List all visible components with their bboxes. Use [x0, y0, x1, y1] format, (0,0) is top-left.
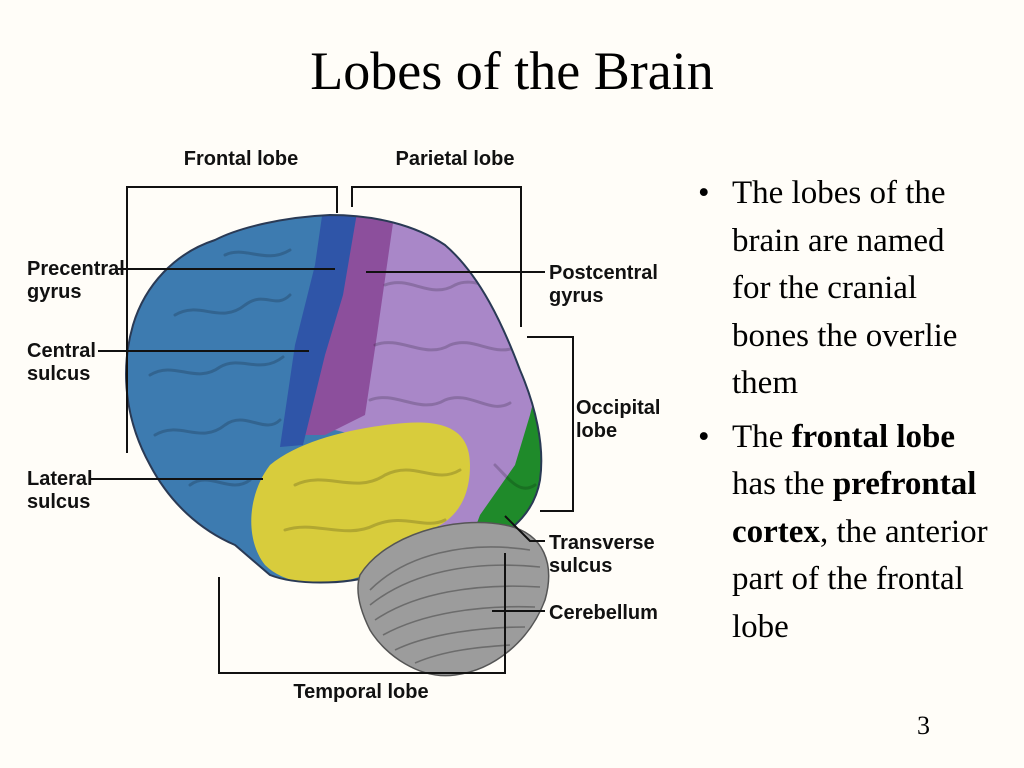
- label-central-2: sulcus: [27, 363, 90, 385]
- bullet-list: • The lobes of the brain are named for t…: [690, 170, 990, 657]
- transverse-line: [504, 515, 545, 542]
- label-cerebellum: Cerebellum: [549, 602, 658, 624]
- label-central-1: Central: [27, 340, 96, 362]
- temporal-bracket: [218, 553, 506, 674]
- temporal-lobe-region: [251, 422, 470, 583]
- bullet-dot-icon: •: [698, 418, 710, 455]
- label-postcentral-1: Postcentral: [549, 262, 658, 284]
- bullet-text-pre: The: [732, 418, 792, 455]
- bullet-text: The lobes of the brain are named for the…: [732, 175, 958, 401]
- brain-diagram: Frontal lobe Parietal lobe Precentral gy…: [25, 135, 666, 710]
- bullet-dot-icon: •: [698, 175, 710, 211]
- cerebellum-shape: [357, 521, 550, 677]
- label-lines: [89, 186, 574, 674]
- bullet-bold-frontal-lobe: frontal lobe: [791, 418, 956, 455]
- label-frontal-lobe: Frontal lobe: [184, 148, 298, 170]
- bullet-text-mid: has the: [732, 466, 833, 502]
- label-lateral-1: Lateral: [27, 468, 93, 490]
- slide-title: Lobes of the Brain: [310, 41, 714, 101]
- bullet-bold-prefrontal-cortex: prefrontal cortex: [732, 466, 977, 550]
- postcentral-gyrus-region: [305, 215, 397, 435]
- label-precentral-1: Precentral: [27, 258, 125, 280]
- diagram-labels: Frontal lobe Parietal lobe Precentral gy…: [27, 148, 660, 703]
- brain-illustration: Frontal lobe Parietal lobe Precentral gy…: [27, 148, 660, 703]
- label-precentral-2: gyrus: [27, 281, 81, 303]
- label-lateral-2: sulcus: [27, 491, 90, 513]
- label-occipital-1: Occipital: [576, 397, 660, 419]
- label-occipital-2: lobe: [576, 420, 617, 442]
- label-transverse-2: sulcus: [549, 555, 612, 577]
- bullet-item: • The frontal lobe has the prefrontal co…: [690, 414, 990, 652]
- parietal-bracket: [351, 186, 522, 327]
- label-parietal-lobe: Parietal lobe: [396, 148, 515, 170]
- label-temporal-lobe: Temporal lobe: [293, 681, 428, 703]
- occipital-lobe-region: [465, 375, 542, 555]
- precentral-gyrus-region: [280, 215, 360, 447]
- frontal-bracket: [126, 186, 338, 453]
- label-transverse-1: Transverse: [549, 532, 655, 554]
- label-postcentral-2: gyrus: [549, 285, 603, 307]
- bullet-item: • The lobes of the brain are named for t…: [690, 170, 990, 408]
- slide-number: 3: [917, 711, 930, 740]
- occipital-bracket: [527, 336, 574, 512]
- bullet-text-post: , the anterior part of the frontal lobe: [732, 513, 988, 645]
